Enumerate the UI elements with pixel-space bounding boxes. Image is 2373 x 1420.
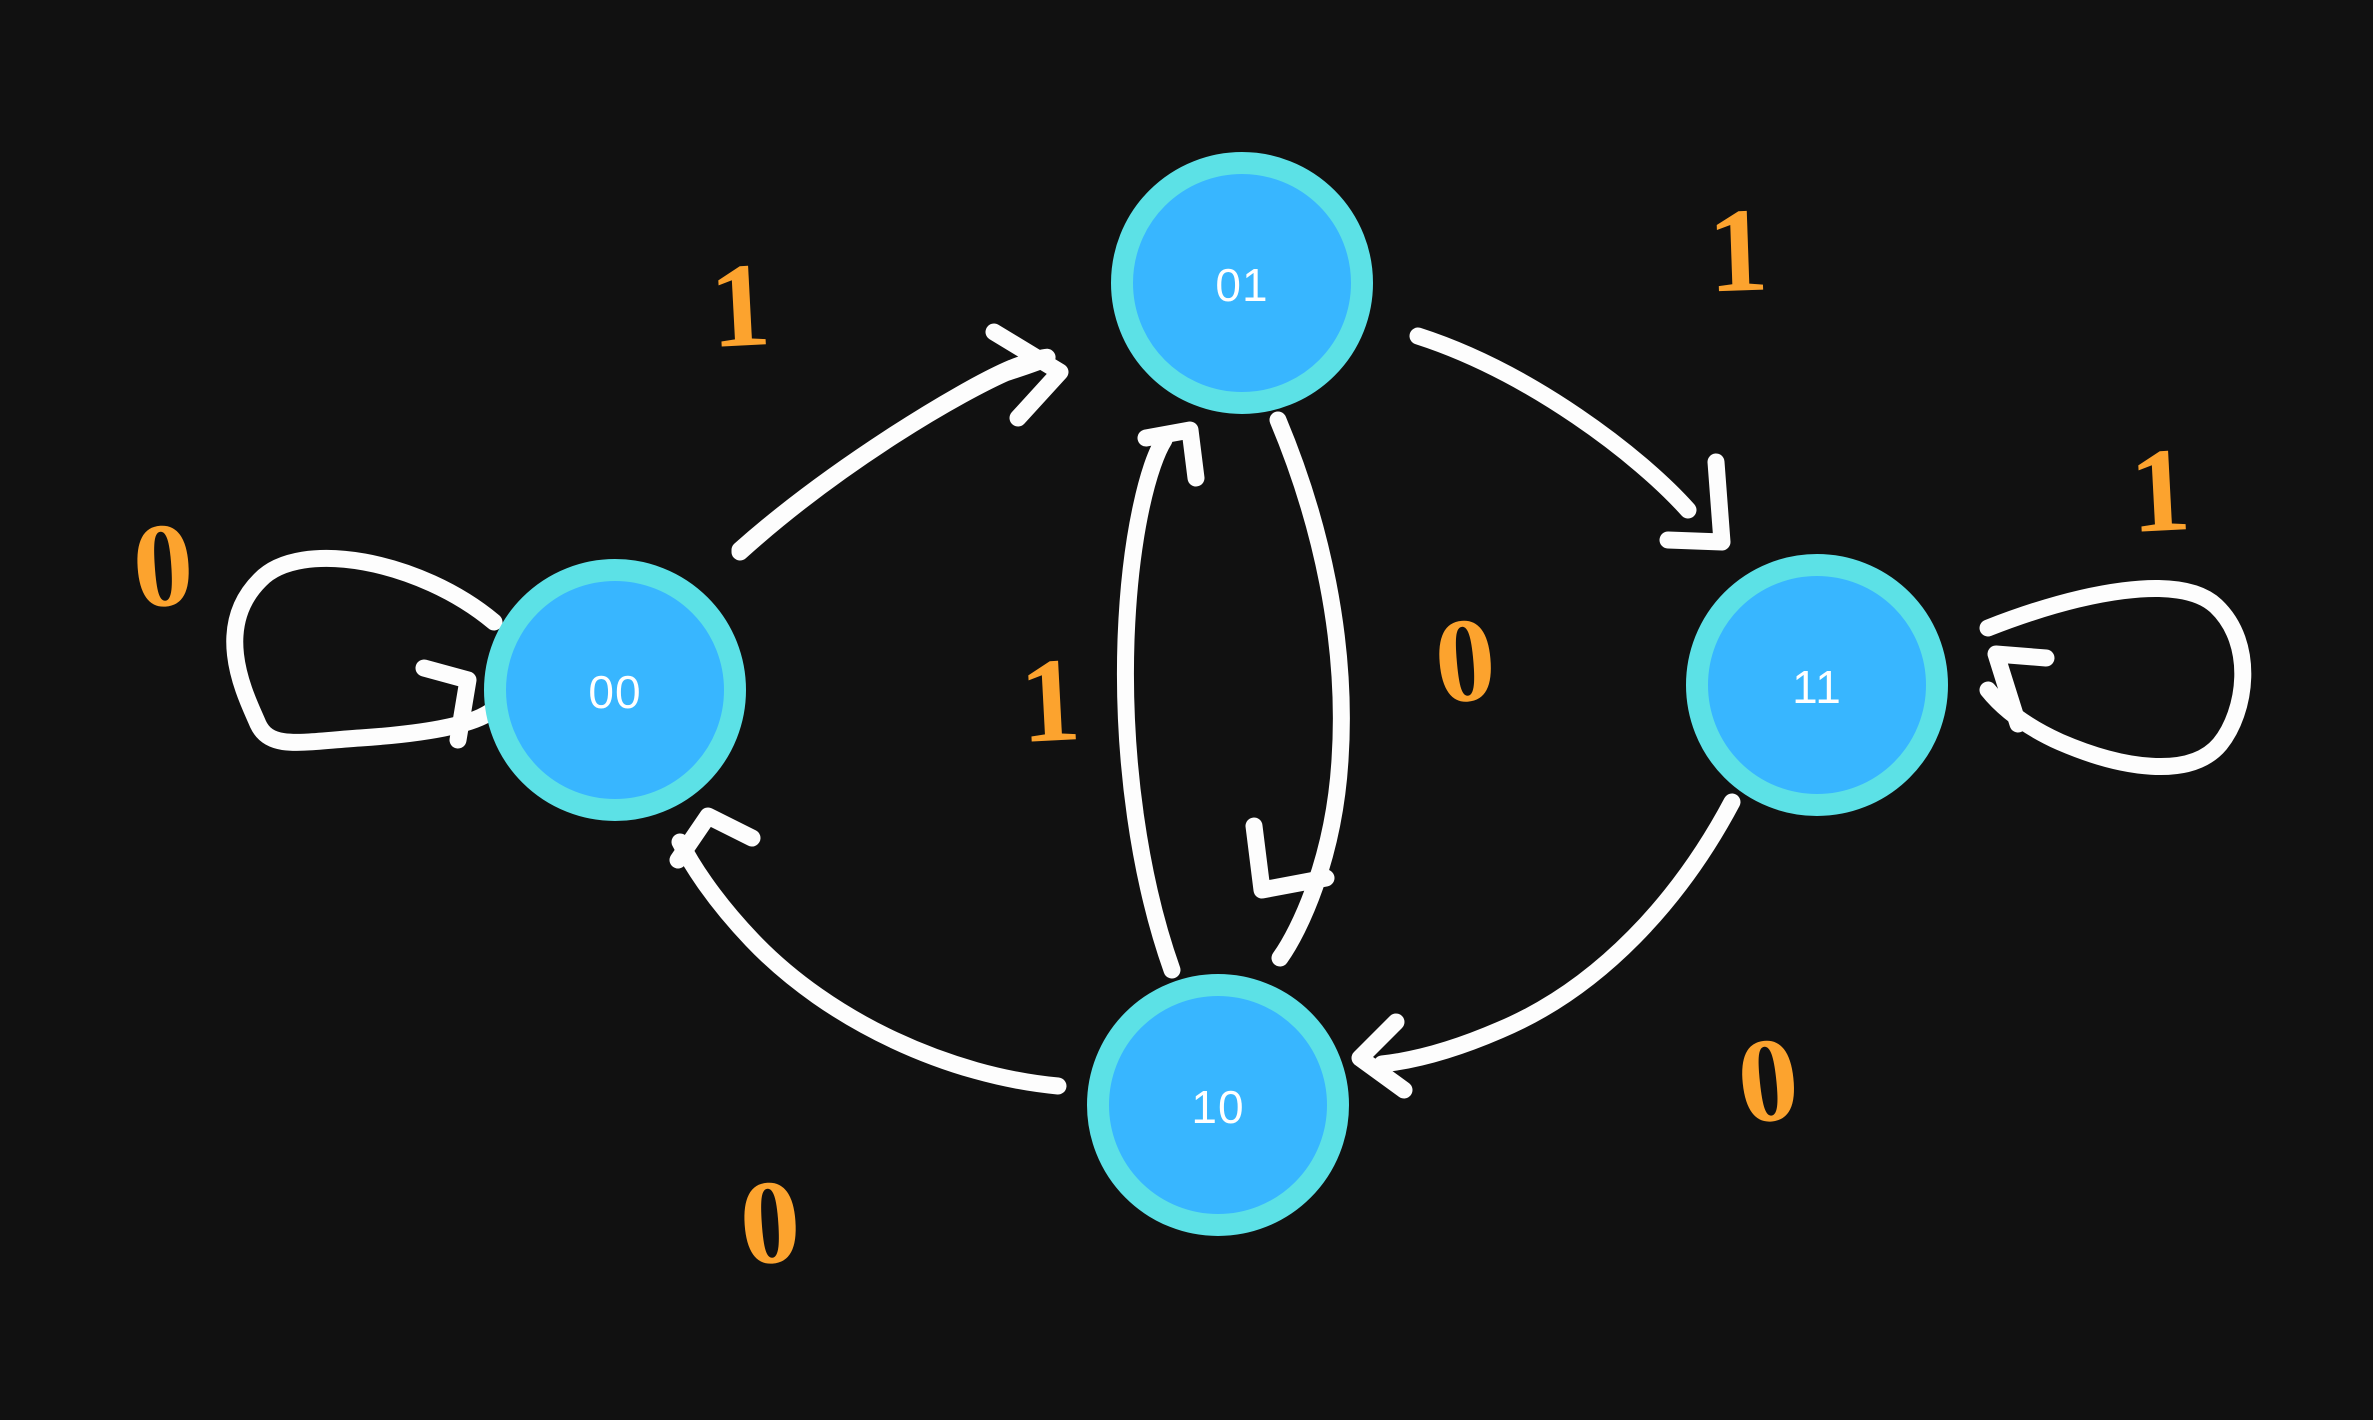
- edge-11-to-10-path: [1373, 793, 1741, 1073]
- state-node-10[interactable]: 10: [1087, 974, 1349, 1236]
- edge-10-to-01-arrowhead: [1137, 421, 1205, 487]
- edge-11-to-11[interactable]: [1979, 580, 2252, 776]
- edge-label-01-to-10: 0: [1429, 591, 1500, 729]
- edge-label-11-to-10: 0: [1731, 1011, 1805, 1150]
- edge-11-to-11-arrowhead: [1987, 645, 2055, 733]
- edge-00-to-00[interactable]: [226, 549, 503, 751]
- edge-11-to-11-path: [1979, 580, 2252, 776]
- edge-00-to-01-path-main: [731, 361, 1021, 561]
- edge-01-to-11-path: [1409, 327, 1697, 519]
- state-node-01-circle[interactable]: [1111, 152, 1373, 414]
- edge-10-to-00[interactable]: [669, 807, 1067, 1095]
- edge-00-to-01-arrowhead: [985, 323, 1069, 427]
- edge-00-to-00-hit[interactable]: [235, 558, 494, 742]
- edge-10-to-01[interactable]: [1116, 421, 1205, 979]
- edge-11-to-10-hit[interactable]: [1382, 802, 1732, 1064]
- edge-01-to-10-arrowhead: [1245, 817, 1335, 899]
- edge-label-11-to-11: 1: [2127, 422, 2194, 558]
- edge-11-to-11-hit[interactable]: [1988, 589, 2243, 767]
- edge-00-to-00-path: [226, 549, 503, 751]
- edge-label-10-to-00: 0: [735, 1154, 804, 1291]
- state-node-00-circle[interactable]: [484, 559, 746, 821]
- state-node-01[interactable]: 01: [1111, 152, 1373, 414]
- edge-10-to-00-hit[interactable]: [680, 842, 1058, 1086]
- edge-11-to-10-arrowhead: [1351, 1013, 1413, 1099]
- edge-01-to-10-path: [1269, 411, 1350, 967]
- edge-00-to-01-hit[interactable]: [740, 370, 1012, 552]
- edge-00-to-01[interactable]: [731, 323, 1069, 561]
- edge-10-to-01-hit[interactable]: [1125, 440, 1172, 970]
- state-node-00[interactable]: 00: [484, 559, 746, 821]
- state-node-11-circle[interactable]: [1686, 554, 1948, 816]
- edge-10-to-00-path: [671, 833, 1067, 1095]
- edge-10-to-01-path: [1116, 431, 1181, 979]
- edge-01-to-11[interactable]: [1409, 327, 1731, 551]
- state-node-11[interactable]: 11: [1686, 554, 1948, 816]
- edge-01-to-11-arrowhead: [1659, 453, 1731, 551]
- state-node-10-circle[interactable]: [1087, 974, 1349, 1236]
- edge-11-to-10[interactable]: [1351, 793, 1741, 1099]
- edge-10-to-00-arrowhead: [669, 807, 761, 869]
- edge-label-01-to-11: 1: [1706, 182, 1771, 317]
- edge-00-to-00-arrowhead: [415, 659, 477, 749]
- edge-01-to-10[interactable]: [1245, 411, 1350, 967]
- edge-label-10-to-01: 1: [1017, 632, 1084, 768]
- edge-label-00-to-00: 0: [128, 497, 197, 634]
- edge-01-to-11-hit[interactable]: [1418, 336, 1688, 510]
- edge-label-00-to-01: 1: [707, 237, 774, 373]
